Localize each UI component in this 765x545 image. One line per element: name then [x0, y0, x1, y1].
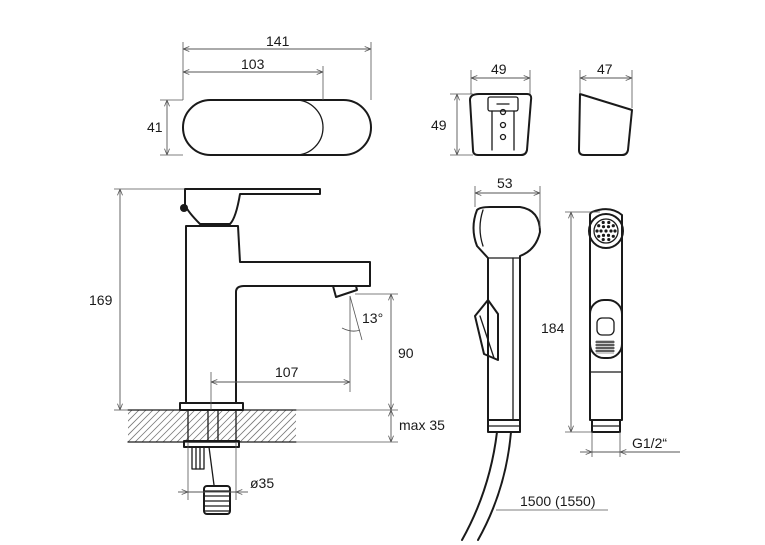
hand-shower-front-dimensions [565, 211, 680, 457]
hand-shower-front [588, 208, 624, 433]
holder-front-dimensions [450, 70, 531, 156]
counter-top [127, 409, 297, 443]
dim-holder-side-width: 47 [597, 61, 613, 77]
dim-faucet-height: 169 [89, 292, 113, 308]
dim-holder-front-width: 49 [491, 61, 507, 77]
dim-holder-front-height: 49 [431, 117, 447, 133]
dim-thread: G1/2“ [632, 435, 667, 451]
dim-top-width-inner: 103 [241, 56, 265, 72]
top-view-dimensions [160, 42, 372, 156]
dim-spout-angle: 13° [362, 310, 383, 326]
dim-max-thickness: max 35 [399, 417, 445, 433]
faucet-top-view [182, 99, 372, 156]
dim-top-height: 41 [147, 119, 163, 135]
dim-hole-diameter: ø35 [250, 475, 274, 491]
dim-spout-clearance: 90 [398, 345, 414, 361]
holder-front-view [469, 93, 533, 156]
holder-side-dimensions [579, 70, 633, 108]
dim-head-width: 53 [497, 175, 513, 191]
holder-side-view [578, 93, 633, 156]
grip-ribs [595, 340, 615, 354]
dim-hose-length: 1500 (1550) [520, 493, 596, 509]
hand-shower-side-dimensions [474, 186, 608, 511]
dim-spout-reach: 107 [275, 364, 299, 380]
hand-shower-side [461, 206, 541, 541]
faucet-dimensions [114, 188, 398, 500]
dim-top-width-total: 141 [266, 33, 290, 49]
faucet-body [179, 188, 371, 515]
dim-shower-length: 184 [541, 320, 565, 336]
